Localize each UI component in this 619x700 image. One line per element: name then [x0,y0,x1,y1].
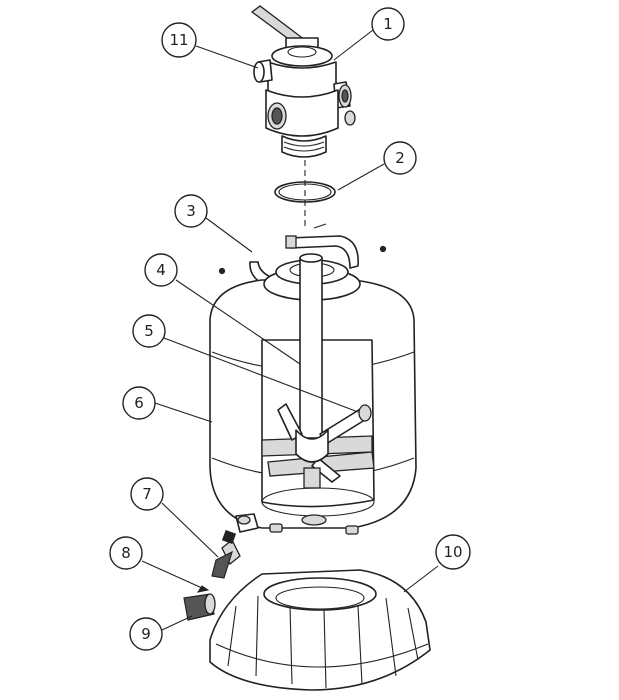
center-pipe [299,253,323,439]
leader-3 [205,217,253,253]
leader-6 [154,402,213,423]
callout-11: 11 [161,22,197,58]
leader-5 [163,337,359,413]
callout-10: 10 [435,534,471,570]
callout-3: 3 [174,194,208,228]
leader-2 [337,163,385,191]
callout-4-label: 4 [156,261,166,279]
callout-7: 7 [130,477,164,511]
drain-plug-assembly [183,529,241,621]
callout-4: 4 [144,253,178,287]
callout-9-label: 9 [141,625,151,643]
callout-6-label: 6 [134,394,144,412]
callout-7-label: 7 [142,485,152,503]
leader-7 [161,502,219,558]
callout-5: 5 [132,314,166,348]
callout-6: 6 [122,386,156,420]
leader-1 [333,29,374,61]
callout-1: 1 [371,7,405,41]
laterals [261,403,375,489]
leader-10 [403,565,439,593]
callout-1-label: 1 [383,15,393,33]
leader-9 [161,615,193,631]
callout-2-label: 2 [395,149,405,167]
leader-11 [195,45,259,69]
multiport-valve [250,5,356,158]
callout-11-label: 11 [169,31,188,49]
tank-base [209,569,431,691]
callout-8: 8 [109,536,143,570]
callout-5-label: 5 [144,322,154,340]
callout-10-label: 10 [443,543,462,561]
callout-2: 2 [383,141,417,175]
leader-4 [175,279,301,365]
callout-leaders [141,29,439,631]
callout-3-label: 3 [186,202,196,220]
callout-8-label: 8 [121,544,131,562]
callout-9: 9 [129,617,163,651]
leader-8 [141,560,203,589]
